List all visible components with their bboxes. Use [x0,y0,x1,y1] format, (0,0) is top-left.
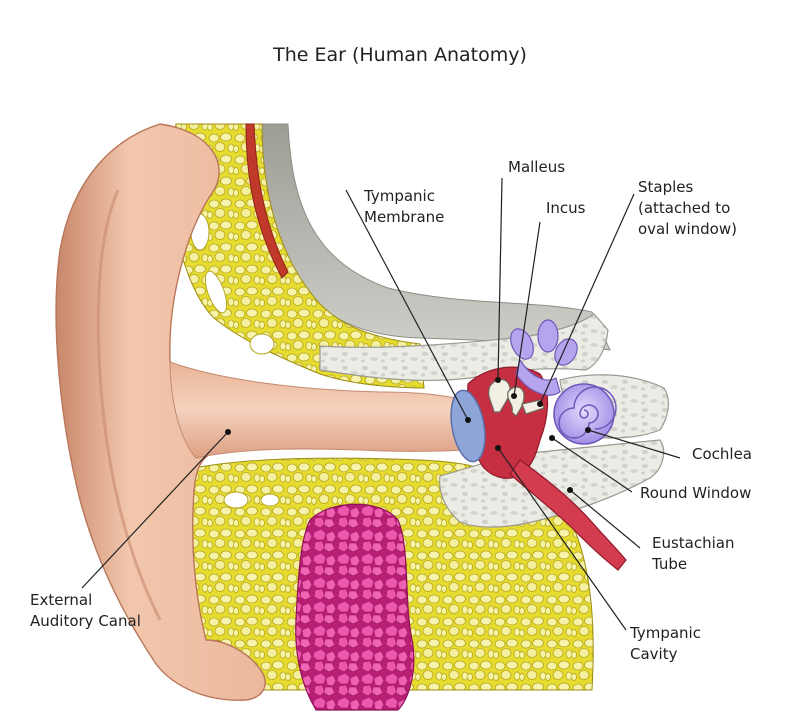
label-incus-text: Incus [546,199,586,217]
label-round-window-text: Round Window [640,484,752,502]
ear-antihelix [96,189,162,621]
label-tympanic-cavity: Tympanic Cavity [630,623,701,665]
fat-void [249,333,275,355]
fat-void [260,493,280,507]
label-round-window: Round Window [640,483,751,504]
label-staples-line2: (attached to [638,199,731,217]
temporal-bone-upper [319,313,609,382]
label-staples-line1: Staples [638,178,694,196]
label-tympanic-membrane-line1: Tympanic [364,187,435,205]
diagram-title: The Ear (Human Anatomy) [273,44,527,66]
label-external-auditory-canal-line2: Auditory Canal [30,612,141,630]
label-incus: Incus [546,198,586,219]
malleus-bone [488,378,511,413]
label-tympanic-cavity-line2: Cavity [630,645,678,663]
leader-lines [81,177,681,631]
parotid-gland [295,503,415,711]
label-malleus-text: Malleus [508,158,566,176]
label-tympanic-cavity-line1: Tympanic [630,624,701,642]
eustachian-tube-shape [509,459,627,571]
label-malleus: Malleus [508,157,565,178]
fat-void [223,491,249,509]
cochlea-spiral [553,383,617,445]
label-external-auditory-canal: External Auditory Canal [30,590,141,632]
label-eustachian-tube: Eustachian Tube [652,533,735,575]
leader-dots [225,377,591,493]
tympanic-membrane-shape [450,389,486,463]
fat-void [204,270,228,314]
label-eustachian-tube-line1: Eustachian [652,534,735,552]
label-staples: Staples (attached to oval window) [638,177,737,240]
label-cochlea: Cochlea [692,444,752,465]
label-tympanic-membrane: Tympanic Membrane [364,186,444,228]
label-staples-line3: oval window) [638,220,737,238]
semicircular-canals [510,319,578,396]
label-cochlea-text: Cochlea [692,445,752,463]
blood-vessel [245,123,289,279]
label-tympanic-membrane-line2: Membrane [364,208,445,226]
ear-auricle [55,123,266,701]
external-auditory-canal-shape [169,361,469,459]
label-external-auditory-canal-line1: External [30,591,93,609]
label-eustachian-tube-line2: Tube [652,555,688,573]
